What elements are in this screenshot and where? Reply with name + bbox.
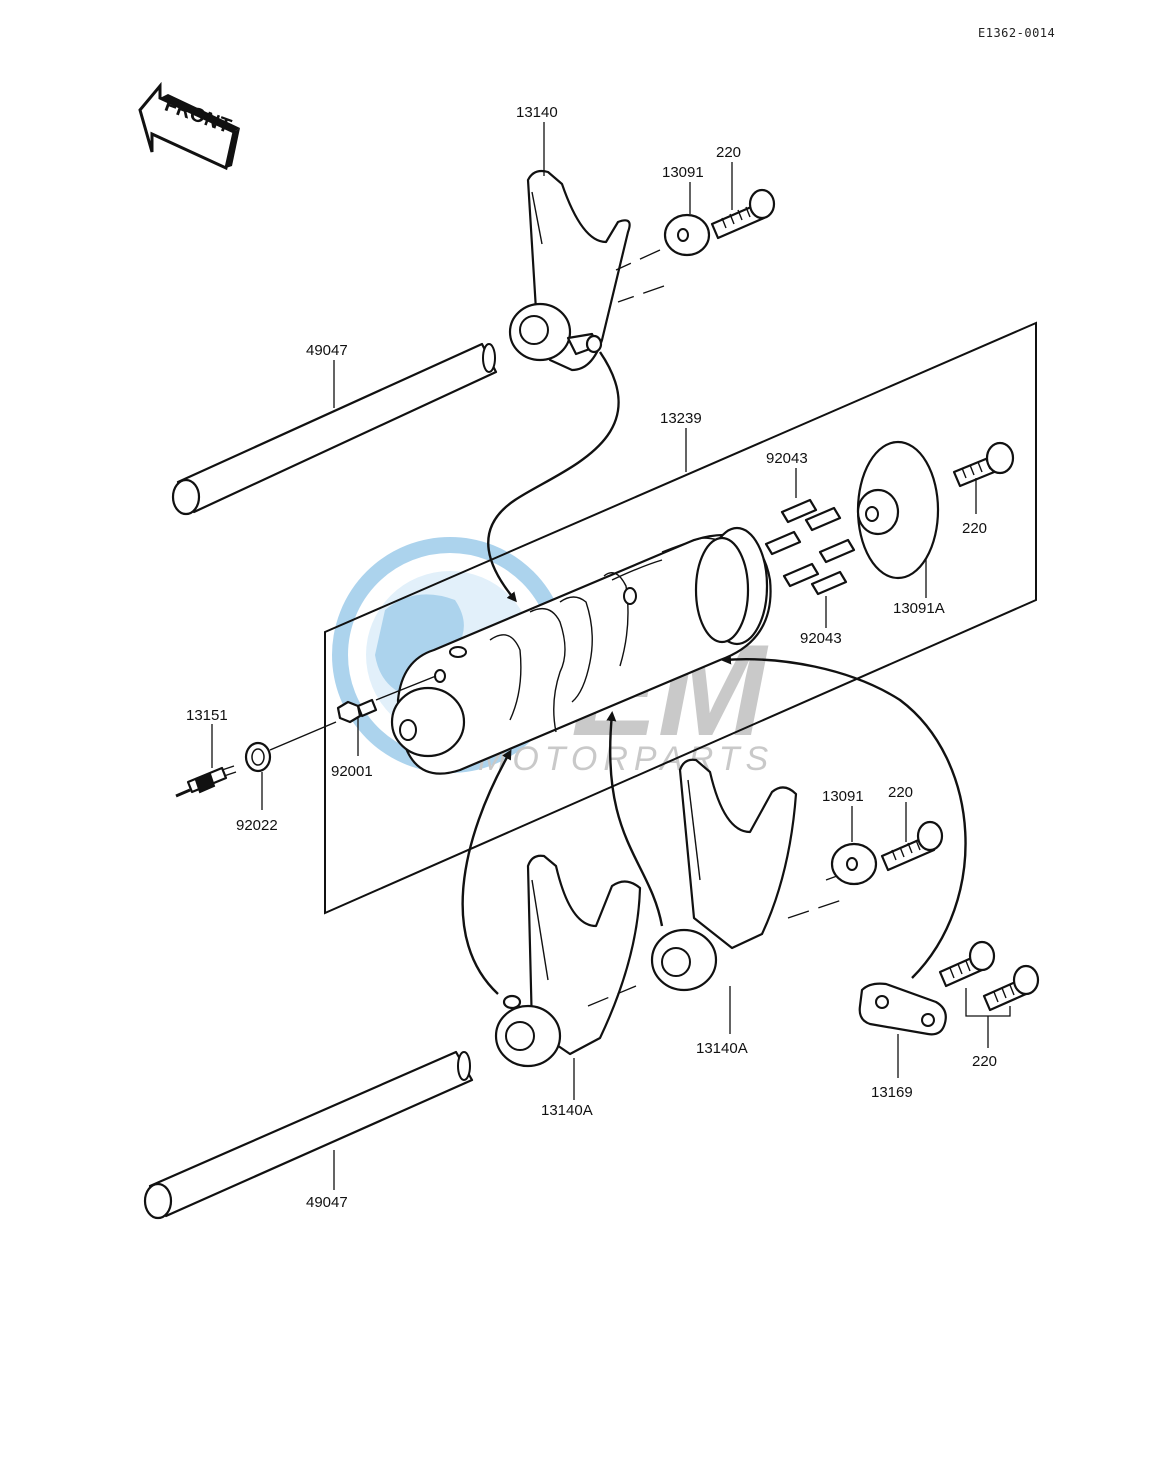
label-fork-top: 13140: [516, 104, 558, 121]
label-plate: 13091A: [893, 600, 945, 617]
bolt-top: [710, 188, 776, 240]
label-bolt-top: 220: [716, 144, 741, 161]
label-switch-washer: 92022: [236, 817, 278, 834]
front-arrow-icon: FRONT: [138, 81, 240, 171]
shift-rod-top: [171, 342, 498, 516]
neutral-switch: [175, 765, 237, 798]
label-shaft-top: 49047: [306, 342, 348, 359]
drum-pins: [764, 498, 856, 596]
shift-fork-top: [508, 169, 631, 372]
label-washer-mid: 13091: [822, 788, 864, 805]
watermark-subtitle: MOTORPARTS: [478, 740, 774, 778]
drum-assembly-frame: [324, 321, 1037, 915]
stopper-plate: [858, 982, 947, 1036]
label-plug: 92001: [331, 763, 373, 780]
stopper-bolts: [938, 940, 1040, 1012]
drum-plate: [856, 440, 940, 580]
switch-washer: [244, 741, 272, 773]
label-bolt-plate: 220: [962, 520, 987, 537]
label-switch: 13151: [186, 707, 228, 724]
label-washer-top: 13091: [662, 164, 704, 181]
label-drum-assembly: 13239: [660, 410, 702, 427]
label-fork-middle: 13140A: [696, 1040, 748, 1057]
washer-mid: [830, 842, 878, 886]
shift-fork-middle: [650, 758, 798, 992]
drain-plug: [336, 698, 378, 724]
label-shaft-bottom: 49047: [306, 1194, 348, 1211]
document-code: E1362-0014: [978, 26, 1055, 40]
bolt-mid: [880, 820, 944, 872]
shift-rod-bottom: [143, 1050, 474, 1220]
label-fork-bottom: 13140A: [541, 1102, 593, 1119]
label-bolts-stopper: 220: [972, 1053, 997, 1070]
label-pins-top: 92043: [766, 450, 808, 467]
bolt-plate: [952, 441, 1015, 488]
label-bolt-mid: 220: [888, 784, 913, 801]
shift-fork-bottom: [494, 854, 642, 1068]
washer-top: [663, 213, 711, 257]
label-stopper: 13169: [871, 1084, 913, 1101]
label-pins-bottom: 92043: [800, 630, 842, 647]
